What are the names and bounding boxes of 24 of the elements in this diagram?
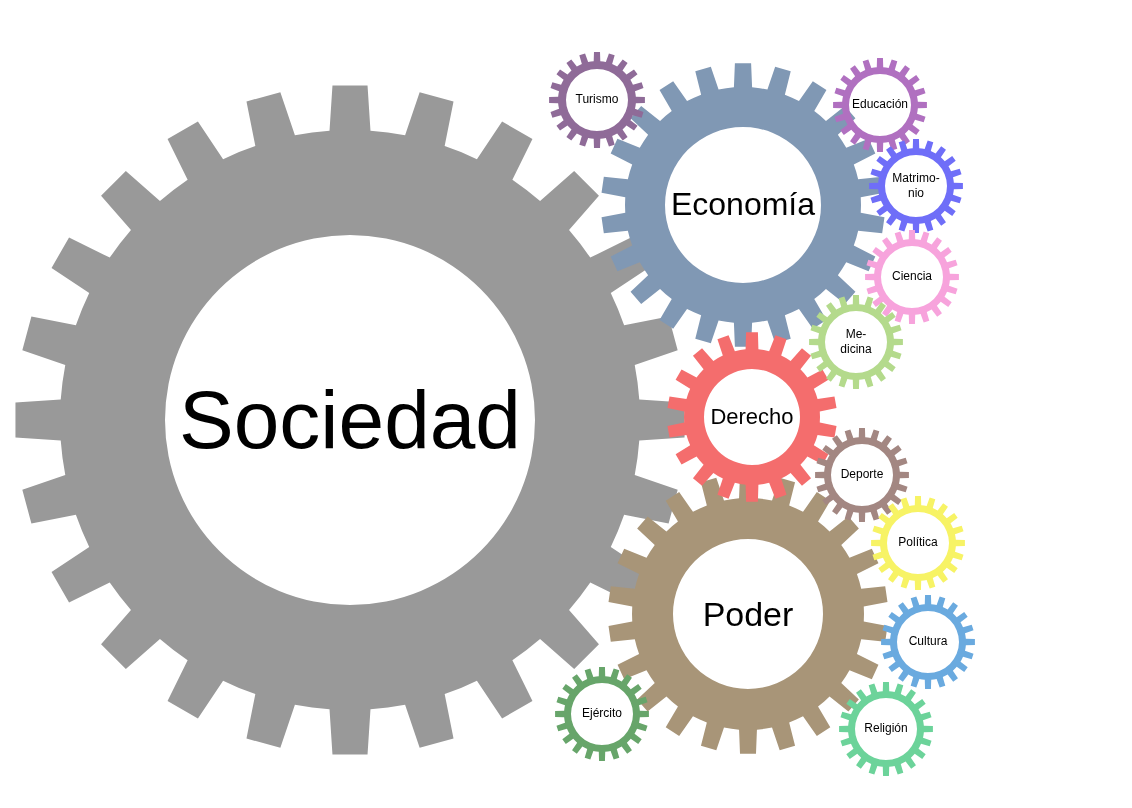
gear-label: Política (897, 535, 939, 551)
gear (667, 332, 837, 502)
gear-label: Economía (669, 185, 817, 224)
gear-label: Ciencia (891, 269, 933, 285)
gear (871, 496, 965, 590)
gear-label: Cultura (907, 634, 949, 650)
gear (839, 682, 933, 776)
gear (833, 58, 927, 152)
gear-label: Educación (850, 97, 909, 113)
gear-label: Deporte (839, 467, 885, 483)
gear-label: Derecho (709, 402, 795, 431)
gear-label: Turismo (574, 92, 620, 108)
gear-label: Religión (863, 721, 909, 737)
gear (865, 230, 959, 324)
gear (549, 52, 645, 148)
gear (809, 295, 903, 389)
gear (815, 428, 909, 522)
gear-label: Me- dicina (839, 326, 873, 358)
gear-label: Matrimo- nio (892, 170, 940, 202)
gear-label: Sociedad (178, 372, 522, 467)
gear-label: Ejército (581, 706, 623, 722)
gear (881, 595, 975, 689)
gear (869, 139, 963, 233)
gear-label: Poder (701, 594, 795, 635)
